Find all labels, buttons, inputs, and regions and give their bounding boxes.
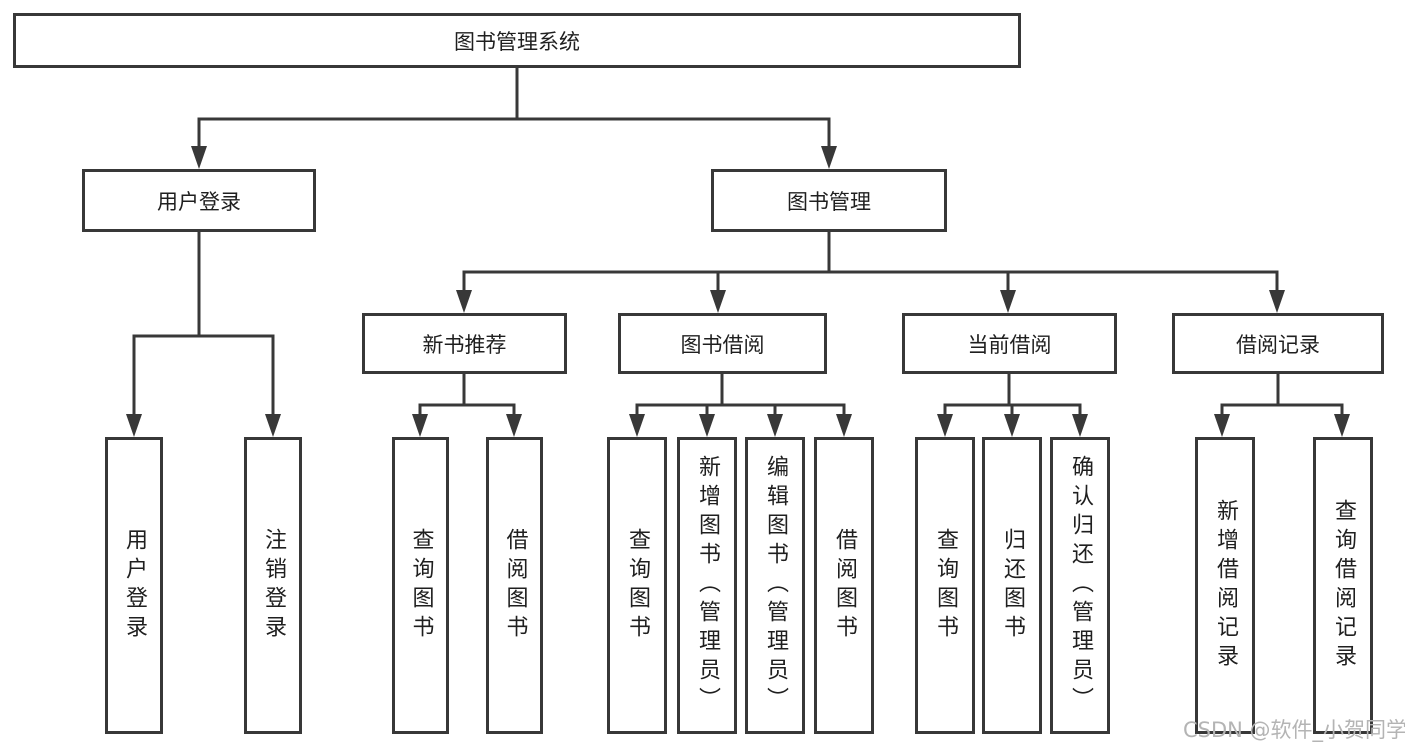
leaf-label: 归还图书 bbox=[1000, 527, 1025, 644]
node-new-book-recommend: 新书推荐 bbox=[362, 313, 567, 374]
node-label: 新书推荐 bbox=[422, 332, 507, 357]
csdn-watermark: CSDN @软件_小贺同学 bbox=[1183, 718, 1405, 742]
leaf-borrow-books: 借阅图书 bbox=[486, 437, 543, 734]
node-library-system: 图书管理系统 bbox=[13, 13, 1021, 68]
node-user-login: 用户登录 bbox=[82, 169, 316, 232]
leaf-add-borrow-record: 新增借阅记录 bbox=[1195, 437, 1255, 734]
node-current-borrowing: 当前借阅 bbox=[902, 313, 1117, 374]
connector-lines bbox=[132, 64, 1344, 418]
leaf-return-books: 归还图书 bbox=[982, 437, 1042, 734]
leaf-label: 用户登录 bbox=[122, 527, 147, 644]
node-book-borrowing: 图书借阅 bbox=[618, 313, 827, 374]
leaf-label: 借阅图书 bbox=[502, 527, 528, 644]
leaf-user-login: 用户登录 bbox=[105, 437, 163, 734]
node-label: 当前借阅 bbox=[967, 332, 1052, 357]
node-book-management: 图书管理 bbox=[711, 169, 947, 232]
leaf-query-borrow-record: 查询借阅记录 bbox=[1313, 437, 1373, 734]
node-borrow-records: 借阅记录 bbox=[1172, 313, 1384, 374]
node-label: 图书借阅 bbox=[680, 332, 765, 357]
node-label: 图书管理 bbox=[787, 189, 871, 214]
leaf-label: 查询图书 bbox=[933, 527, 958, 644]
leaf-add-books-admin: 新增图书（管理员） bbox=[677, 437, 737, 734]
leaf-label: 确认归还（管理员） bbox=[1068, 455, 1093, 716]
leaf-logout: 注销登录 bbox=[244, 437, 302, 734]
leaf-label: 查询图书 bbox=[408, 527, 434, 644]
node-label: 借阅记录 bbox=[1236, 332, 1320, 357]
leaf-query-books: 查询图书 bbox=[607, 437, 667, 734]
leaf-label: 新增借阅记录 bbox=[1213, 498, 1238, 673]
leaf-label: 新增图书（管理员） bbox=[695, 455, 720, 716]
leaf-borrow-books: 借阅图书 bbox=[814, 437, 874, 734]
leaf-confirm-return-admin: 确认归还（管理员） bbox=[1050, 437, 1110, 734]
leaf-query-books: 查询图书 bbox=[915, 437, 975, 734]
node-label: 用户登录 bbox=[157, 189, 241, 214]
node-label: 图书管理系统 bbox=[454, 29, 580, 54]
leaf-edit-books-admin: 编辑图书（管理员） bbox=[745, 437, 805, 734]
leaf-label: 查询借阅记录 bbox=[1331, 498, 1356, 673]
leaf-query-books: 查询图书 bbox=[392, 437, 449, 734]
leaf-label: 注销登录 bbox=[261, 527, 286, 644]
leaf-label: 查询图书 bbox=[625, 527, 650, 644]
leaf-label: 借阅图书 bbox=[832, 527, 857, 644]
leaf-label: 编辑图书（管理员） bbox=[763, 455, 788, 716]
